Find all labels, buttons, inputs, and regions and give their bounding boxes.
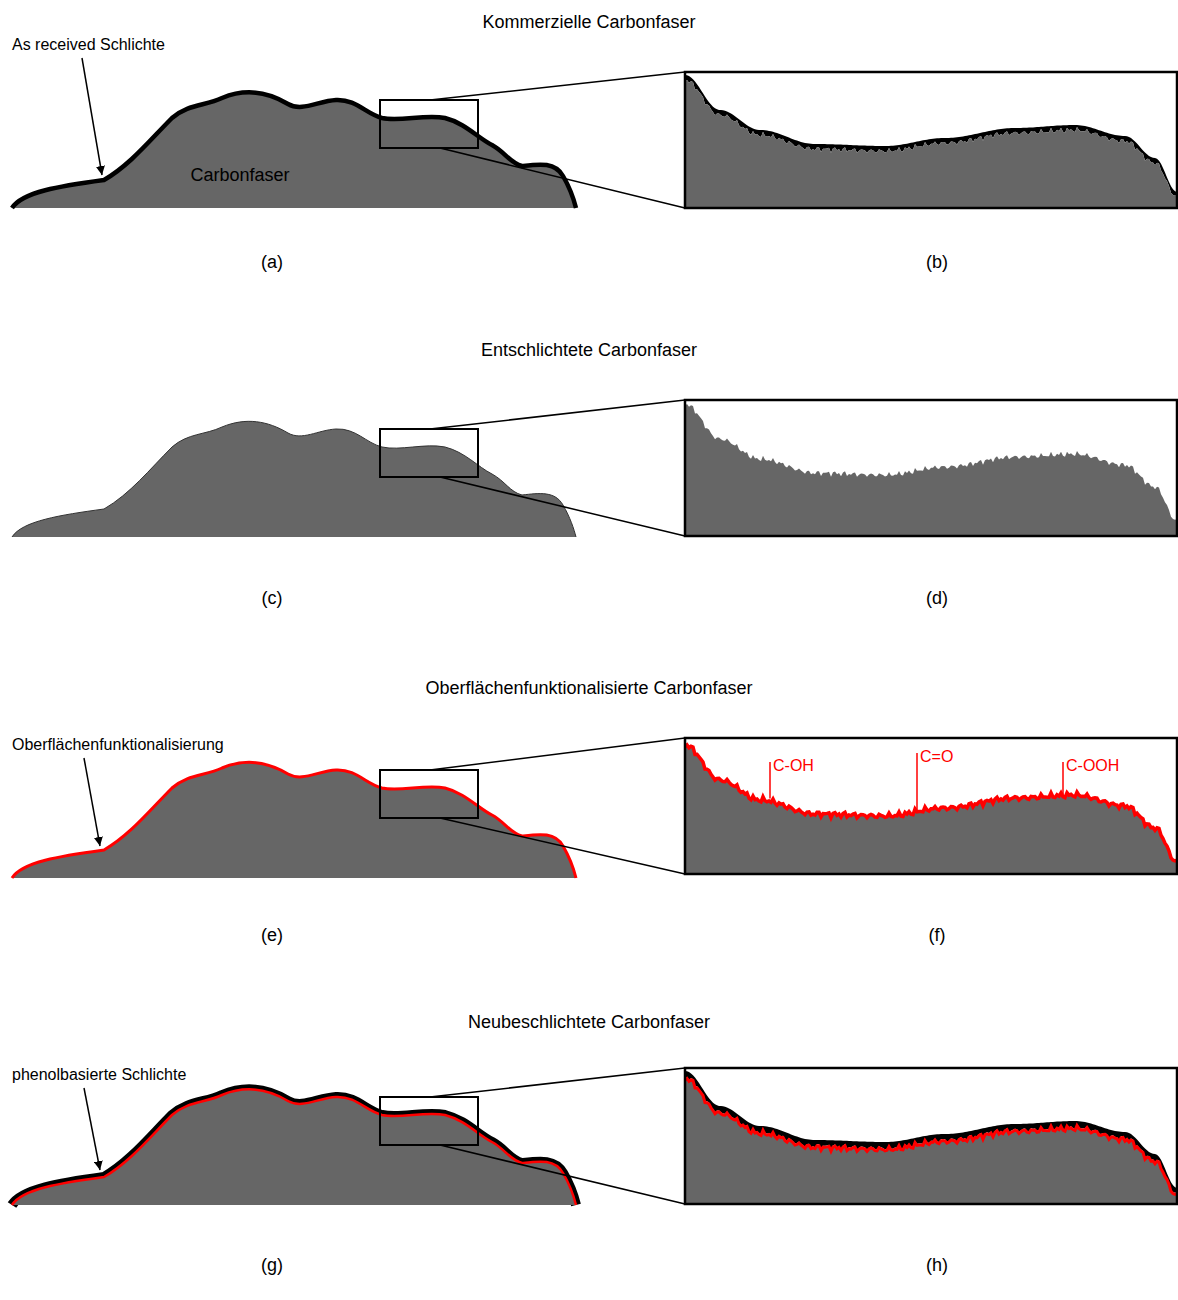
illustration-part — [12, 92, 576, 208]
row-title: Kommerzielle Carbonfaser — [482, 12, 695, 33]
illustration-part — [12, 421, 576, 537]
illustration-part — [12, 1089, 576, 1205]
illustration-part — [685, 1071, 1177, 1204]
illustration-part — [685, 738, 1177, 874]
illustration-part — [685, 404, 1177, 536]
illustration-part — [685, 400, 1177, 536]
callout-label: phenolbasierte Schlichte — [12, 1066, 186, 1084]
functional-group-label: C-OOH — [1066, 757, 1119, 775]
illustration-part — [12, 762, 576, 878]
illustration-part — [12, 1089, 576, 1205]
illustration-part — [380, 1097, 478, 1145]
illustration-part — [380, 100, 478, 148]
panel-letter: (h) — [926, 1255, 948, 1276]
illustration-part — [685, 1079, 1177, 1204]
illustration-part — [12, 92, 576, 208]
illustration-part — [12, 762, 576, 878]
illustration-part — [685, 746, 1177, 874]
leader-arrow — [84, 758, 100, 846]
illustration-part — [769, 762, 771, 799]
illustration-part — [12, 1089, 576, 1205]
illustration-part — [12, 72, 685, 208]
illustration-part — [430, 400, 685, 429]
illustration-part — [440, 148, 685, 208]
illustration-part — [12, 421, 576, 537]
panel-letter: (a) — [261, 252, 283, 273]
callout-label: Oberflächenfunktionalisierung — [12, 736, 224, 754]
panel-letter: (e) — [261, 925, 283, 946]
panel-letter: (c) — [262, 588, 283, 609]
illustration-part — [12, 1068, 1177, 1206]
illustration-part — [685, 80, 1177, 208]
panel-letter: (b) — [926, 252, 948, 273]
illustration-part — [685, 738, 1177, 876]
illustration-part — [430, 738, 685, 770]
illustration-part — [380, 429, 478, 477]
panel-letter: (f) — [929, 925, 946, 946]
illustration-part — [685, 75, 1177, 208]
illustration-part — [685, 404, 1177, 536]
illustration-part — [12, 762, 576, 878]
panel-letter: (g) — [261, 1255, 283, 1276]
illustration-part — [916, 753, 918, 810]
illustration-part — [685, 745, 1177, 874]
illustration-part — [440, 818, 685, 874]
leader-arrow — [84, 1088, 100, 1170]
row-title: Neubeschlichtete Carbonfaser — [468, 1012, 710, 1033]
functional-group-label: C=O — [920, 748, 953, 766]
illustration-part — [430, 1068, 685, 1097]
fiber-outline — [10, 88, 578, 210]
panel-letter: (d) — [926, 588, 948, 609]
illustration-part — [12, 400, 1177, 538]
illustration-part — [685, 72, 1177, 210]
functional-group-label: C-OH — [773, 757, 814, 775]
part-label: Carbonfaser — [190, 165, 289, 186]
illustration-part — [685, 1078, 1177, 1194]
zoom-box: C-OH C=O C-OOH — [685, 738, 1177, 874]
carbon-fiber-shape: Carbonfaser — [10, 88, 578, 210]
row-title: Oberflächenfunktionalisierte Carbonfaser — [425, 678, 752, 699]
illustration-part — [380, 770, 478, 818]
illustration-part — [440, 477, 685, 536]
illustration-part — [685, 745, 1177, 861]
illustration-part — [12, 738, 685, 878]
leader-arrow — [82, 58, 102, 175]
illustration-part — [440, 1145, 685, 1204]
illustration-part — [12, 1089, 576, 1205]
row-title: Entschlichtete Carbonfaser — [481, 340, 697, 361]
illustration-part — [685, 72, 1177, 208]
illustration-part — [1062, 762, 1064, 795]
illustration-part — [12, 421, 576, 537]
callout-label: As received Schlichte — [12, 36, 165, 54]
illustration-part — [12, 92, 576, 208]
illustration-part — [685, 1068, 1177, 1204]
illustration-part — [430, 72, 685, 100]
